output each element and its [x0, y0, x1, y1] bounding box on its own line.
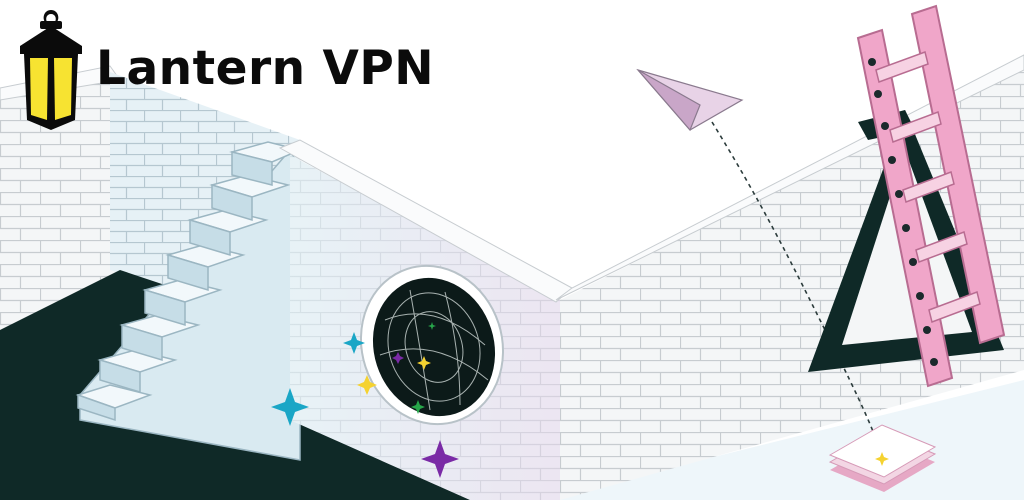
brand-name: Lantern VPN — [96, 40, 435, 96]
sparkle-icon — [271, 322, 459, 478]
portal-hole-icon — [359, 264, 505, 426]
paper-stack-icon — [828, 424, 937, 492]
flight-path — [711, 121, 883, 456]
lantern-icon — [20, 10, 82, 130]
ladder-icon — [856, 4, 1006, 388]
paper-plane-icon — [636, 68, 744, 132]
staircase-icon — [75, 141, 303, 461]
brand-header: Lantern VPN — [18, 8, 434, 130]
